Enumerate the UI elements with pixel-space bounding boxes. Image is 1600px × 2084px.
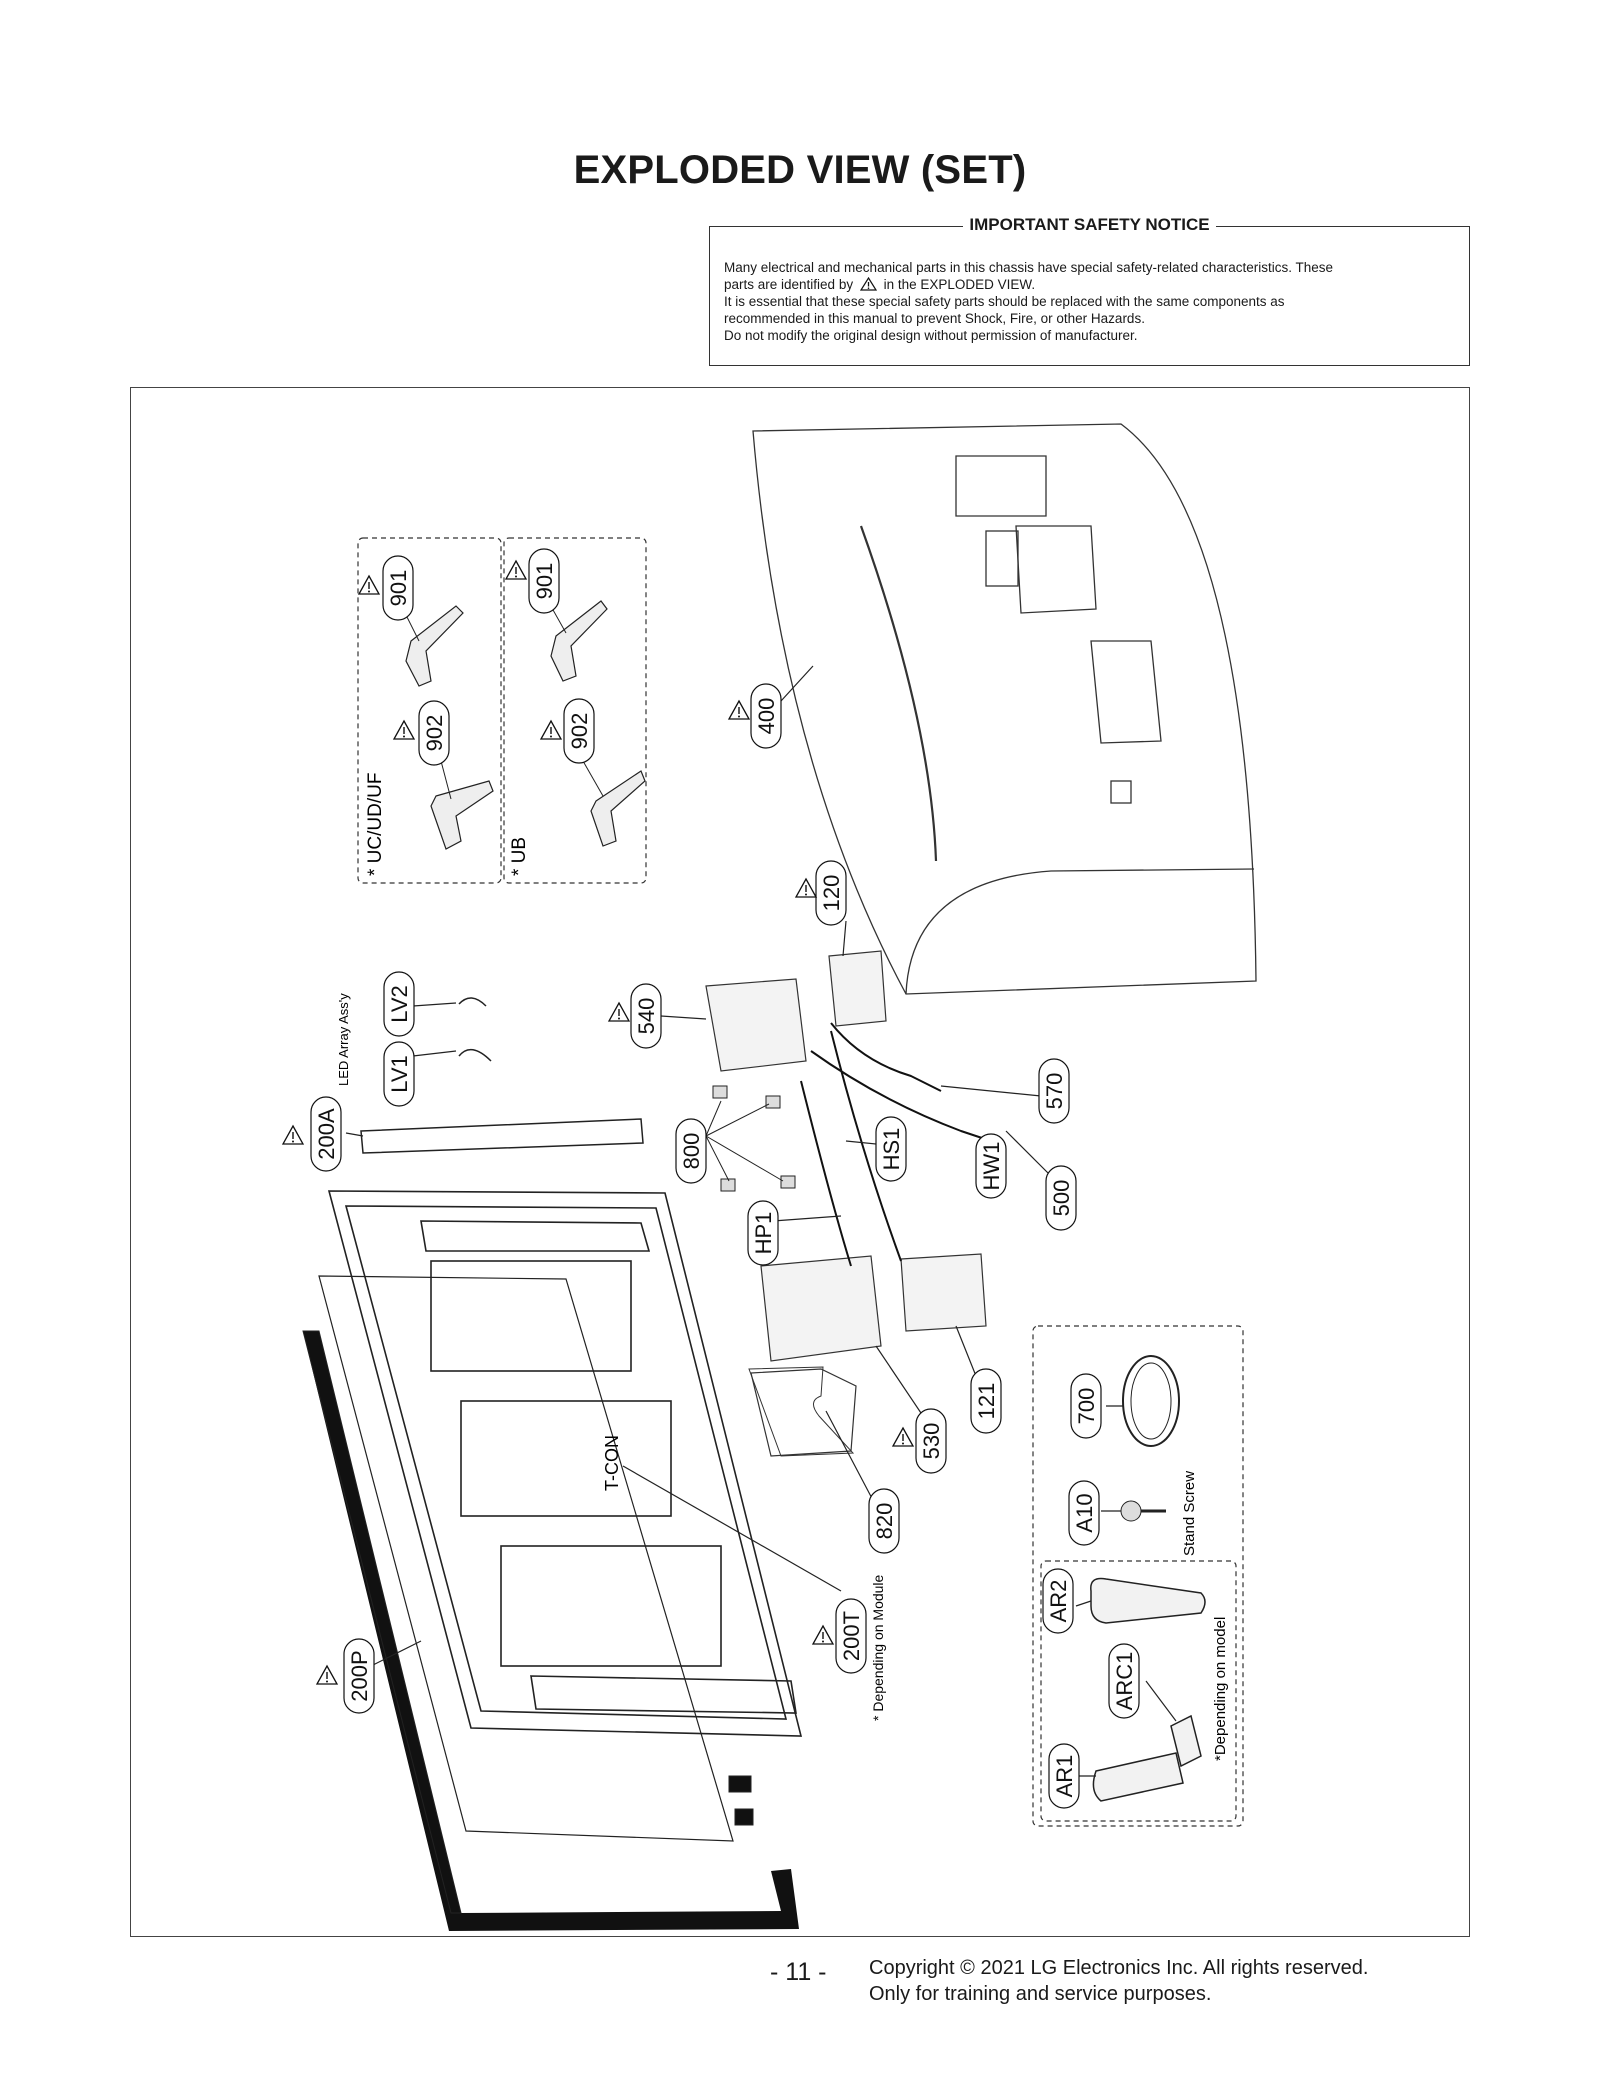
part-120: 120 bbox=[819, 875, 844, 912]
tcon-label: T-CON bbox=[602, 1435, 622, 1491]
depending-module-label: * Depending on Module bbox=[870, 1574, 886, 1721]
remote-ar2-drawing bbox=[1090, 1577, 1206, 1624]
copyright-notice: Copyright © 2021 LG Electronics Inc. All… bbox=[869, 1955, 1368, 2007]
part-902-uc: 902 bbox=[422, 715, 447, 752]
leader-lines bbox=[345, 665, 1177, 1777]
part-800: 800 bbox=[679, 1133, 704, 1170]
stand-901-uc-drawing bbox=[405, 605, 464, 687]
part-hw1: HW1 bbox=[979, 1142, 1004, 1191]
notice-line-5: Do not modify the original design withou… bbox=[724, 328, 1138, 343]
cable-drawings bbox=[800, 1022, 992, 1267]
part-lv2: LV2 bbox=[387, 985, 412, 1023]
back-cover-drawing bbox=[752, 423, 1257, 995]
part-200t: 200T bbox=[839, 1611, 864, 1661]
safety-notice-text: Many electrical and mechanical parts in … bbox=[724, 259, 1455, 344]
exploded-view-diagram: * UC/UD/UF * UB LED Array Ass'y bbox=[130, 387, 1470, 1937]
part-hs1: HS1 bbox=[879, 1128, 904, 1171]
part-121: 121 bbox=[974, 1383, 999, 1420]
remote-arc1-drawing bbox=[1170, 1714, 1202, 1768]
part-901-uc: 901 bbox=[386, 570, 411, 607]
stand-group-label-1: * UC/UD/UF bbox=[365, 773, 386, 876]
part-400: 400 bbox=[754, 698, 779, 735]
part-200a: 200A bbox=[314, 1108, 339, 1160]
part-200p: 200P bbox=[347, 1650, 372, 1701]
part-540: 540 bbox=[634, 998, 659, 1035]
part-820: 820 bbox=[872, 1503, 897, 1540]
led-array-drawing bbox=[360, 997, 644, 1154]
notice-line-2: parts are identified by in the EXPLODED … bbox=[724, 276, 1036, 292]
stand-screw-label: Stand Screw bbox=[1181, 1471, 1198, 1556]
stand-options-group: * UC/UD/UF * UB bbox=[357, 537, 647, 884]
page-title: EXPLODED VIEW (SET) bbox=[573, 148, 1027, 192]
stand-902-ub-drawing bbox=[590, 770, 646, 847]
notice-line-1: Many electrical and mechanical parts in … bbox=[724, 260, 1334, 275]
safety-notice-heading: IMPORTANT SAFETY NOTICE bbox=[963, 215, 1216, 234]
main-board-drawing bbox=[705, 950, 987, 1457]
front-panel-drawing bbox=[302, 1275, 799, 1931]
part-530: 530 bbox=[919, 1423, 944, 1460]
part-500: 500 bbox=[1049, 1180, 1074, 1217]
stand-901-ub-drawing bbox=[550, 600, 608, 682]
warning-triangle-icon bbox=[859, 276, 877, 291]
sheet-820-drawing bbox=[748, 1366, 855, 1457]
stand-902-uc-drawing bbox=[430, 780, 494, 850]
part-lv1: LV1 bbox=[387, 1055, 412, 1093]
part-570: 570 bbox=[1042, 1073, 1067, 1110]
part-ar2: AR2 bbox=[1046, 1580, 1071, 1623]
screw-drawing bbox=[1120, 1500, 1166, 1522]
brackets-drawing bbox=[705, 1085, 796, 1192]
copyright-line-1: Copyright © 2021 LG Electronics Inc. All… bbox=[869, 1957, 1369, 1979]
part-a10: A10 bbox=[1072, 1493, 1097, 1532]
part-902-ub: 902 bbox=[567, 713, 592, 750]
part-ar1: AR1 bbox=[1052, 1755, 1077, 1798]
copyright-line-2: Only for training and service purposes. bbox=[869, 1983, 1212, 2005]
part-arc1: ARC1 bbox=[1112, 1652, 1137, 1711]
notice-line-4: recommended in this manual to prevent Sh… bbox=[724, 311, 1145, 326]
part-901-ub: 901 bbox=[532, 563, 557, 600]
page-number: - 11 - bbox=[770, 1958, 827, 1986]
led-array-label: LED Array Ass'y bbox=[336, 993, 351, 1086]
panel-frame-drawing bbox=[327, 1190, 803, 1737]
notice-line-3: It is essential that these special safet… bbox=[724, 294, 1285, 309]
part-hp1: HP1 bbox=[751, 1212, 776, 1255]
stand-group-label-2: * UB bbox=[509, 837, 530, 876]
depending-model-label: *Depending on model bbox=[1212, 1617, 1229, 1761]
power-cord-drawing bbox=[1122, 1355, 1180, 1447]
remote-ar1-drawing bbox=[1092, 1752, 1184, 1802]
safety-notice-box: IMPORTANT SAFETY NOTICE Many electrical … bbox=[709, 215, 1470, 366]
part-700: 700 bbox=[1074, 1388, 1099, 1425]
accessories-group: Stand Screw *Depending on model bbox=[1032, 1325, 1244, 1827]
